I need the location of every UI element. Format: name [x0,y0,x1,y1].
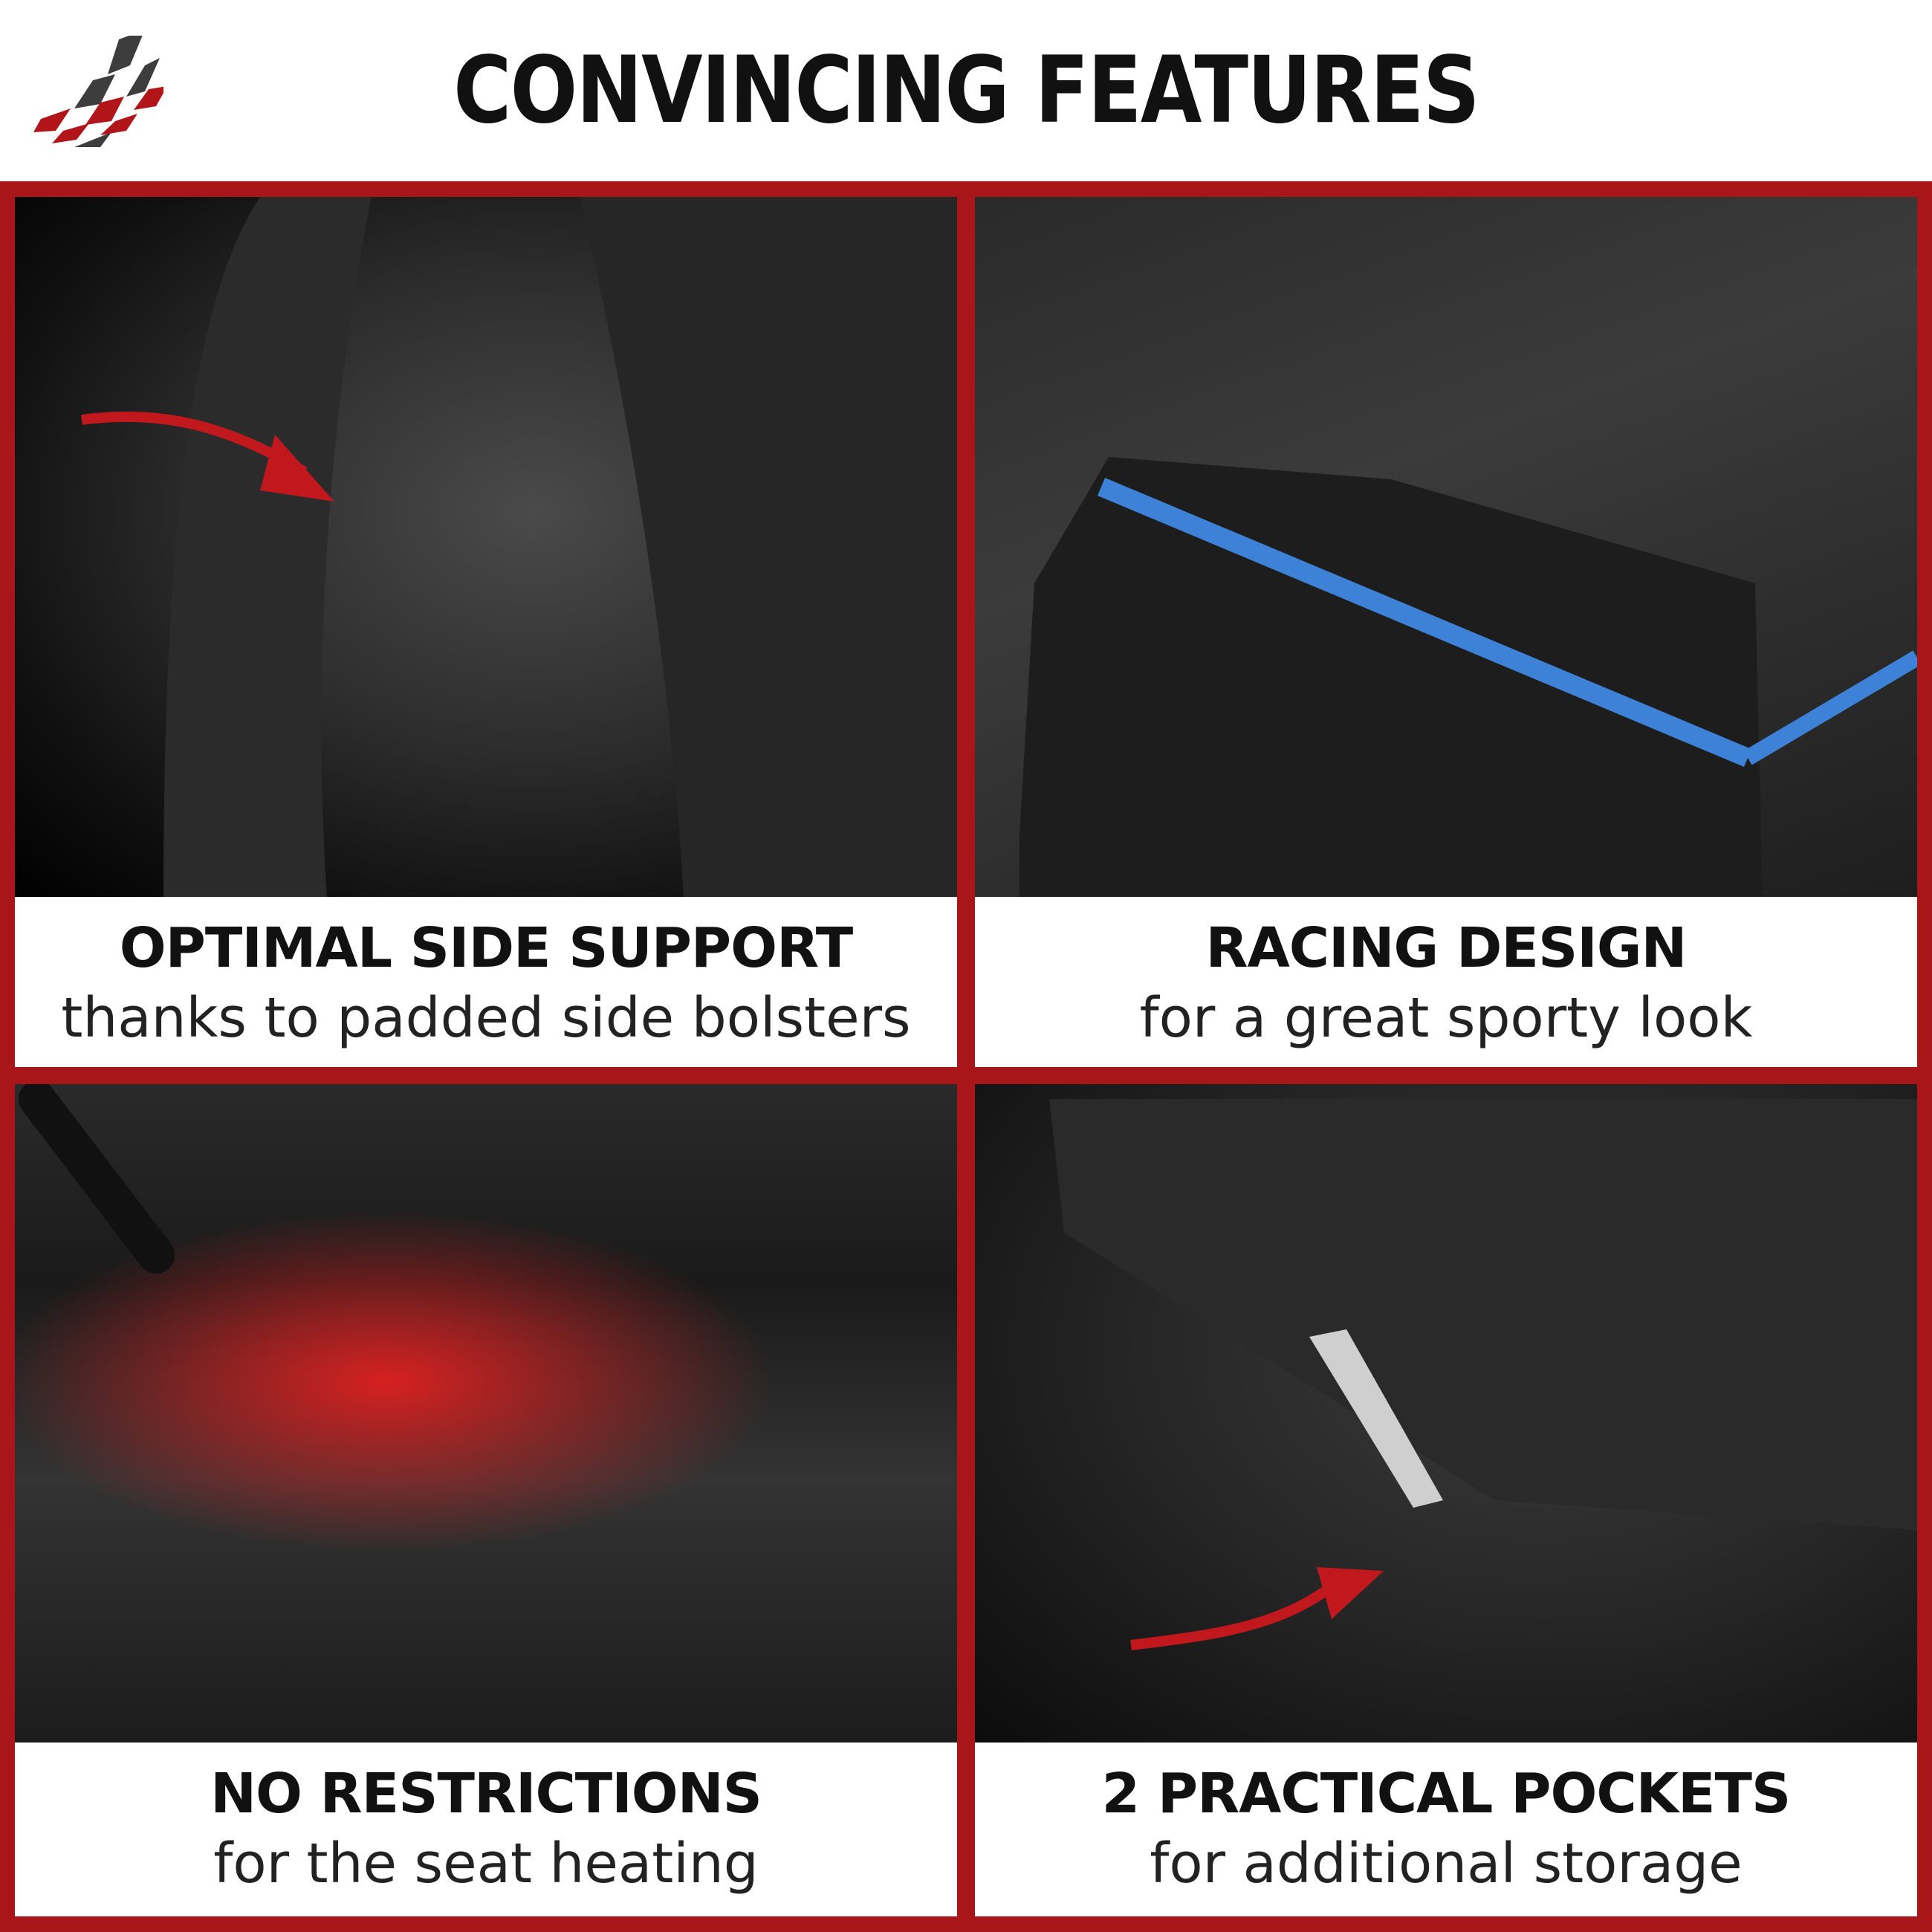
feature-panel-racing-design: RACING DESIGN for a great sporty look [975,197,1917,1067]
feature-heading: 2 PRACTICAL POCKETS [1101,1762,1792,1826]
feature-subtitle: for a great sporty look [1139,986,1753,1050]
feature-heading: NO RESTRICTIONS [210,1762,762,1826]
seat-cushion-racing-photo [975,197,1917,897]
caption: 2 PRACTICAL POCKETS for additional stora… [975,1743,1917,1916]
feature-panel-pockets: 2 PRACTICAL POCKETS for additional stora… [975,1084,1917,1916]
arrow-head-icon [260,435,334,502]
feature-heading: OPTIMAL SIDE SUPPORT [119,916,853,980]
heat-glow [15,1210,773,1552]
caption: OPTIMAL SIDE SUPPORT thanks to padded si… [15,897,957,1067]
heated-seat-photo [15,1084,957,1743]
header: CONVINCING FEATURES [0,0,1932,181]
caption: NO RESTRICTIONS for the seat heating [15,1743,957,1916]
arrow-icon [1130,1570,1350,1650]
feature-subtitle: for additional storage [1150,1832,1743,1896]
checkered-flag-logo [33,36,163,147]
arrow-head-icon [1317,1567,1384,1619]
feature-panel-seat-heating: NO RESTRICTIONS for the seat heating [15,1084,957,1916]
blue-racing-stripe [1097,478,1752,767]
seat-pocket-photo [975,1084,1917,1743]
page-title: CONVINCING FEATURES [453,37,1480,144]
feature-subtitle: for the seat heating [213,1832,759,1896]
feature-heading: RACING DESIGN [1205,916,1687,980]
phone-in-pocket [1309,1329,1443,1508]
seat-backrest-photo [15,197,957,897]
feature-grid: OPTIMAL SIDE SUPPORT thanks to padded si… [0,181,1932,1932]
caption: RACING DESIGN for a great sporty look [975,897,1917,1067]
feature-subtitle: thanks to padded side bolsters [61,986,911,1050]
feature-panel-side-support: OPTIMAL SIDE SUPPORT thanks to padded si… [15,197,957,1067]
